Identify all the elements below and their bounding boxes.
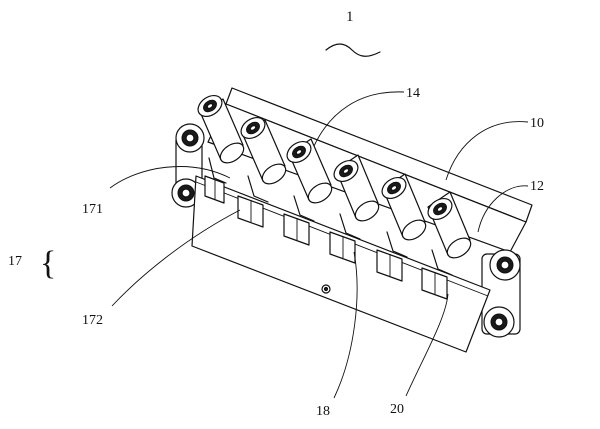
clip-1 <box>204 157 227 204</box>
label-20: 20 <box>390 293 449 417</box>
group-brace: { <box>40 245 56 282</box>
label-18-text: 18 <box>316 404 330 419</box>
label-12: 12 <box>477 179 544 233</box>
roller-5 <box>381 173 427 241</box>
clip-4 <box>329 213 361 264</box>
label-171-text: 171 <box>82 202 103 217</box>
label-172-text: 172 <box>82 313 103 328</box>
label-17: 17 { <box>8 245 56 282</box>
clips <box>204 157 453 300</box>
label-12-text: 12 <box>530 179 544 194</box>
label-14: 14 <box>313 86 420 147</box>
label-20-text: 20 <box>390 402 404 417</box>
clip-2 <box>237 175 269 228</box>
label-171: 171 <box>82 166 231 217</box>
label-1: 1 <box>325 9 381 57</box>
label-18: 18 <box>316 251 358 419</box>
roller-1 <box>197 94 245 164</box>
label-10: 10 <box>445 116 544 181</box>
rollers <box>197 94 472 259</box>
label-1-text: 1 <box>346 9 354 25</box>
label-10-text: 10 <box>530 116 544 131</box>
clip-3 <box>283 195 315 246</box>
clip-5 <box>376 231 408 282</box>
roller-4 <box>333 154 380 222</box>
roller-2 <box>240 116 287 185</box>
label-17-text: 17 <box>8 254 22 269</box>
right-bearings <box>481 249 521 338</box>
roller-6 <box>427 191 472 259</box>
label-172: 172 <box>82 209 241 328</box>
roller-3 <box>286 138 333 204</box>
label-14-text: 14 <box>406 86 420 101</box>
